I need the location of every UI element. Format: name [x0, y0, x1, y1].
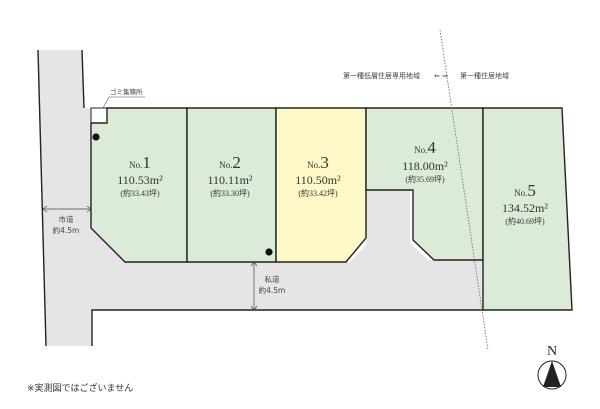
svg-text:市道: 市道 [59, 214, 74, 224]
lot-2-label: No.2 110.11m² (約33.30坪) [207, 153, 252, 198]
zoning-label-left: 第一種低層住居専用地域 [343, 71, 420, 80]
svg-text:約4.5m: 約4.5m [53, 225, 80, 235]
svg-text:No.2: No.2 [219, 153, 241, 172]
svg-text:約4.5m: 約4.5m [259, 285, 286, 295]
lot-1-label: No.1 110.53m² (約33.43坪) [117, 153, 163, 198]
lot-3[interactable] [275, 107, 367, 263]
garbage-station-label: ゴミ集積所 [110, 87, 143, 96]
city-road-west-edge [37, 49, 47, 347]
zoning-arrows: ⇐ ⇒ [434, 72, 448, 80]
road-area [37, 49, 483, 347]
lot-3-label: No.3 110.50m² (約33.42坪) [295, 153, 341, 198]
garbage-station-box [90, 107, 108, 124]
svg-text:No.4: No.4 [414, 138, 436, 157]
svg-text:(約35.69坪): (約35.69坪) [405, 174, 445, 184]
svg-text:N: N [547, 344, 557, 359]
garbage-station-leader [102, 96, 145, 109]
lot-5[interactable] [482, 107, 573, 311]
north-arrow-icon: N [537, 344, 567, 390]
city-road [38, 50, 483, 346]
lot-4-label: No.4 118.00m² (約35.69坪) [402, 138, 448, 184]
svg-text:(約33.42坪): (約33.42坪) [298, 188, 338, 198]
svg-text:134.52m²: 134.52m² [502, 201, 548, 215]
city-road-east-edge [81, 49, 85, 109]
svg-text:No.1: No.1 [129, 153, 151, 172]
svg-text:(約33.43坪): (約33.43坪) [120, 188, 160, 198]
svg-text:(約33.30坪): (約33.30坪) [210, 188, 250, 198]
svg-text:110.50m²: 110.50m² [295, 173, 341, 187]
svg-text:110.53m²: 110.53m² [117, 173, 163, 187]
boundary-marker-dot [265, 248, 273, 256]
private-road-south-edge [91, 309, 483, 346]
disclaimer-note: ※実測図ではございません [27, 384, 134, 394]
svg-text:110.11m²: 110.11m² [207, 173, 252, 187]
private-road-dimension: 私道 約4.5m [250, 261, 286, 311]
lot-5-label: No.5 134.52m² (約40.69坪) [502, 181, 548, 226]
svg-text:No.5: No.5 [514, 181, 536, 200]
boundary-marker-dot [92, 133, 100, 141]
city-road-dimension: 市道 約4.5m [42, 205, 92, 235]
svg-text:118.00m²: 118.00m² [402, 159, 448, 173]
zoning-label-right: 第一種住居地域 [460, 71, 509, 80]
svg-text:(約40.69坪): (約40.69坪) [505, 216, 545, 226]
svg-text:私道: 私道 [265, 274, 280, 284]
svg-text:No.3: No.3 [307, 153, 329, 172]
